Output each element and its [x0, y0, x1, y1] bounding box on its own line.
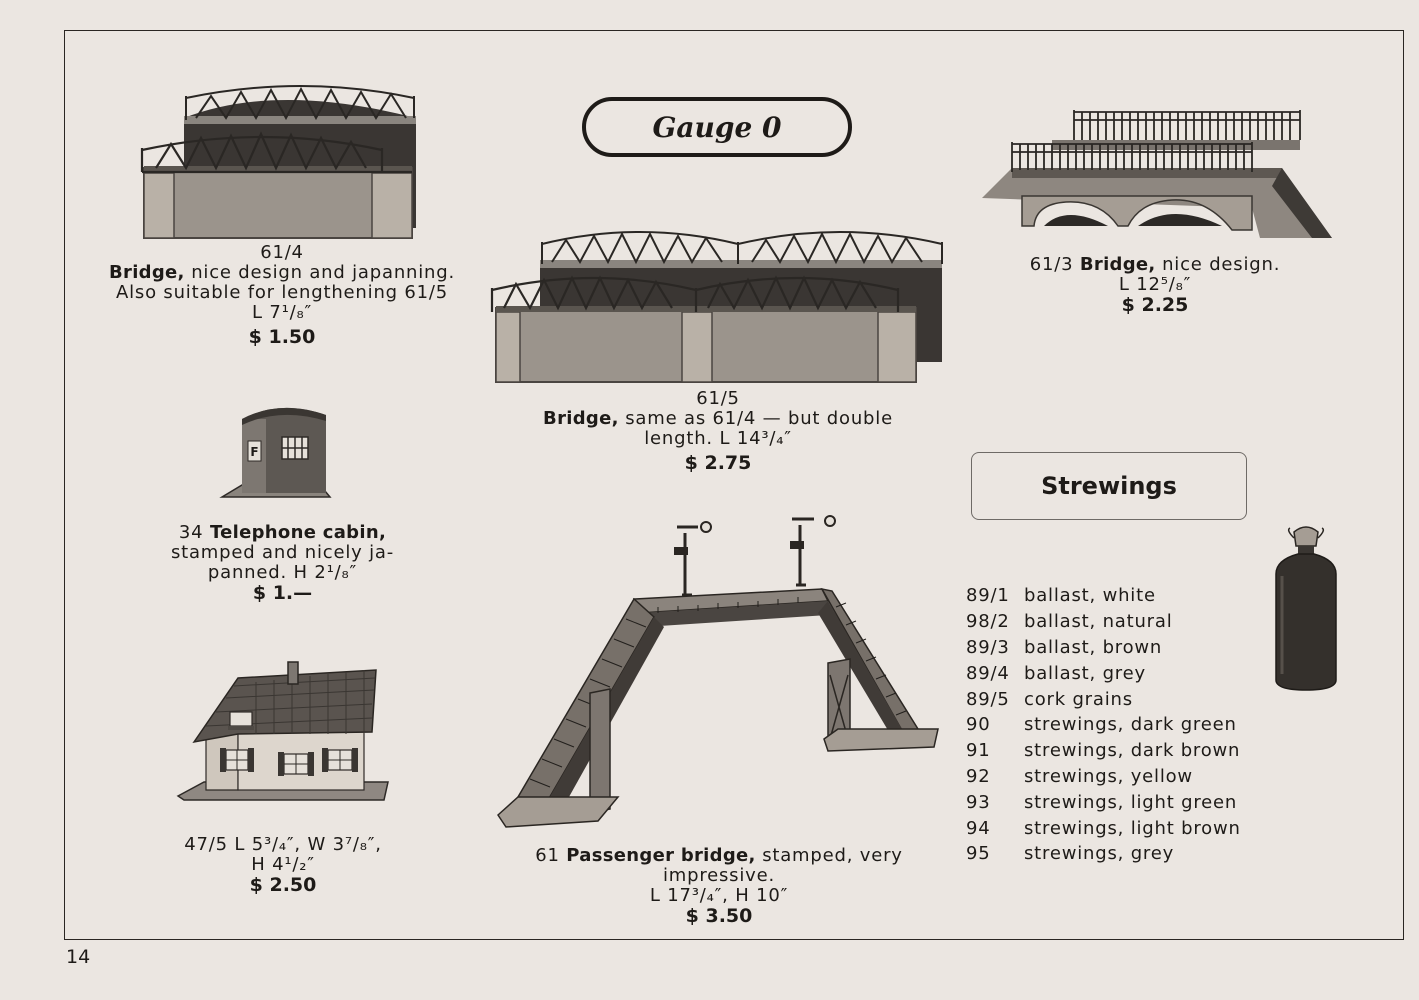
strewing-label: strewings, light green [1024, 791, 1238, 813]
strewing-number: 89/3 [966, 636, 1010, 658]
page-frame [64, 30, 1404, 940]
item-61-3-caption: 61/3 Bridge, nice design. L 12⁵/₈″ $ 2.2… [1008, 254, 1302, 316]
strewing-number: 94 [966, 817, 991, 839]
item-61-3-name: Bridge, [1079, 254, 1156, 275]
item-47-5-caption: 47/5 L 5³/₄″, W 3⁷/₈″, H 4¹/₂″ $ 2.50 [140, 834, 426, 896]
strewing-label: strewings, dark brown [1024, 740, 1241, 762]
item-61-dim: L 17³/₄″, H 10″ [649, 885, 789, 906]
telephone-cabin-illustration: F [219, 407, 332, 498]
list-item: 94 strewings, light brown [966, 815, 1241, 841]
item-61-3-number: 61/3 [1029, 254, 1080, 275]
house-illustration [176, 661, 389, 801]
strewing-label: ballast, brown [1024, 636, 1163, 658]
list-item: 91 strewings, dark brown [966, 738, 1241, 764]
item-61-5-price: $ 2.75 [684, 452, 752, 474]
strewing-label: ballast, grey [1024, 662, 1146, 684]
cabin-letter: F [250, 445, 258, 459]
item-34-price: $ 1.— [252, 582, 313, 604]
strewings-heading: Strewings [971, 452, 1247, 520]
item-61-4-desc: nice design and japanning. [184, 262, 455, 283]
list-item: 89/4 ballast, grey [966, 660, 1241, 686]
item-61-5-caption: 61/5 Bridge, same as 61/4 — but double l… [528, 388, 908, 474]
strewing-number: 89/4 [966, 662, 1010, 684]
item-61-4-dim: L 7¹/₈″ [251, 302, 313, 323]
item-47-5-desc: L 5³/₄″, W 3⁷/₈″, [227, 834, 382, 855]
item-61-4-number: 61/4 [260, 242, 304, 263]
list-item: 98/2 ballast, natural [966, 609, 1241, 635]
item-47-5-number: 47/5 [184, 834, 228, 855]
strewing-number: 90 [966, 714, 991, 736]
item-61-4-price: $ 1.50 [248, 326, 316, 348]
strewing-label: strewings, dark green [1024, 714, 1237, 736]
list-item: 89/5 cork grains [966, 686, 1241, 712]
item-34-name: Telephone cabin, [209, 522, 387, 543]
strewing-label: ballast, white [1024, 585, 1156, 607]
item-61-4-caption: 61/4 Bridge, nice design and japanning. … [90, 242, 474, 348]
strewing-label: cork grains [1024, 688, 1133, 710]
item-34-caption: 34 Telephone cabin, stamped and nicely j… [150, 522, 415, 604]
strewing-number: 89/1 [966, 585, 1010, 607]
stone-bridge-illustration [982, 110, 1332, 238]
item-61-3-price: $ 2.25 [1121, 294, 1189, 316]
item-34-number: 34 [178, 522, 210, 543]
item-61-3-dim: L 12⁵/₈″ [1118, 274, 1192, 295]
item-61-name: Passenger bridge, [566, 845, 756, 866]
item-61-desc: stamped, very impressive. [662, 845, 903, 886]
page-number: 14 [66, 946, 91, 968]
strewing-number: 89/5 [966, 688, 1010, 710]
list-item: 93 strewings, light green [966, 789, 1241, 815]
strewing-label: strewings, light brown [1024, 817, 1241, 839]
strewing-number: 91 [966, 740, 991, 762]
list-item: 89/3 ballast, brown [966, 635, 1241, 661]
strewing-number: 92 [966, 765, 991, 787]
item-61-5-number: 61/5 [696, 388, 740, 409]
strewing-number: 93 [966, 791, 991, 813]
strewing-number: 98/2 [966, 611, 1010, 633]
item-61-price: $ 3.50 [685, 905, 753, 927]
double-bridge-illustration [490, 231, 943, 383]
item-61-5-desc: same as 61/4 — but double [618, 408, 893, 429]
strewing-label: strewings, grey [1024, 843, 1175, 865]
strewings-bag-illustration [1275, 526, 1337, 691]
item-34-desc-2: panned. H 2¹/₈″ [207, 562, 358, 583]
item-34-desc: stamped and nicely ja- [170, 542, 395, 563]
item-61-4-name: Bridge, [109, 262, 185, 283]
strewing-number: 95 [966, 843, 991, 865]
item-47-5-dim: H 4¹/₂″ [251, 854, 315, 875]
strewing-label: ballast, natural [1024, 611, 1173, 633]
passenger-bridge-illustration [497, 515, 939, 828]
item-61-caption: 61 Passenger bridge, stamped, very impre… [478, 845, 960, 927]
item-61-3-desc: nice design. [1155, 254, 1281, 275]
item-61-5-name: Bridge, [543, 408, 619, 429]
list-item: 92 strewings, yellow [966, 764, 1241, 790]
strewing-label: strewings, yellow [1024, 765, 1193, 787]
list-item: 89/1 ballast, white [966, 583, 1241, 609]
section-title-gauge: Gauge 0 [582, 97, 852, 157]
list-item: 95 strewings, grey [966, 841, 1241, 867]
item-61-4-desc-2: Also suitable for lengthening 61/5 [115, 282, 449, 303]
list-item: 90 strewings, dark green [966, 712, 1241, 738]
item-61-number: 61 [535, 845, 567, 866]
item-47-5-price: $ 2.50 [249, 874, 317, 896]
bridge-illustration [140, 85, 416, 239]
item-61-5-desc-2: length. L 14³/₄″ [644, 428, 792, 449]
